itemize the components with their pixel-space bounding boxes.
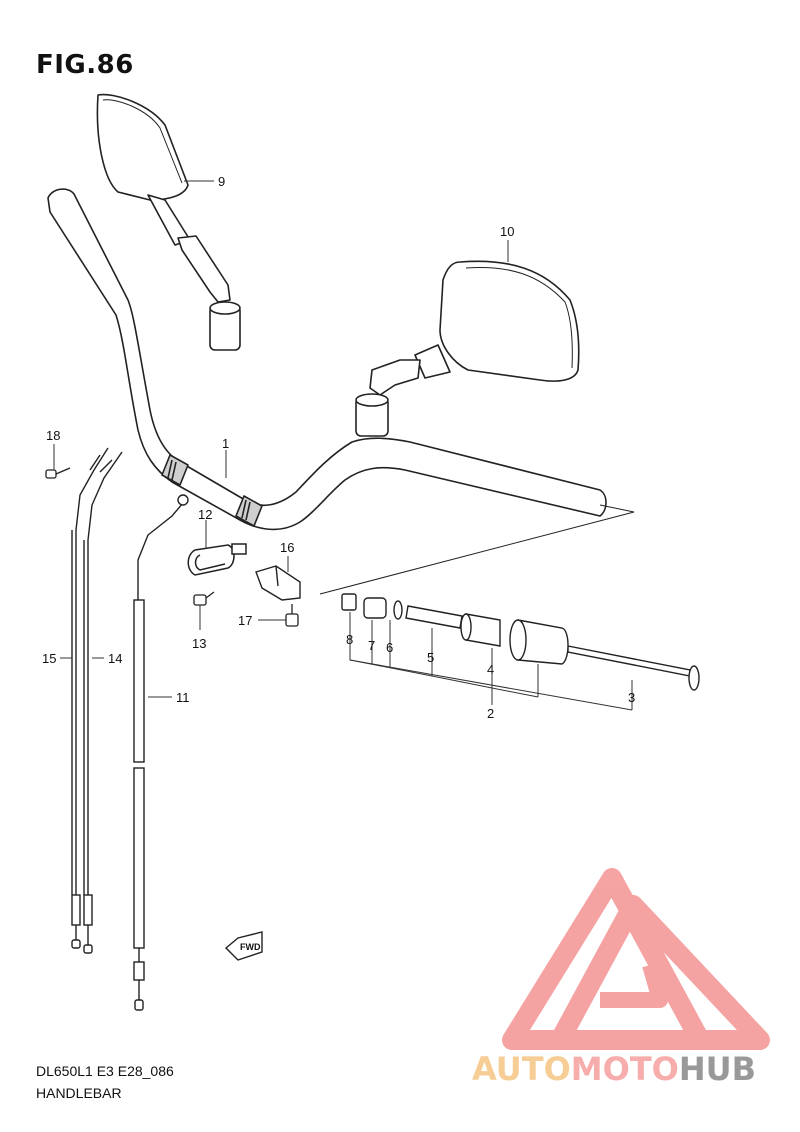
- callout-12: 12: [198, 507, 212, 522]
- watermark-triangle-hook: [600, 962, 668, 1008]
- part-12-clamp: [187, 543, 247, 576]
- callout-4: 4: [487, 662, 494, 677]
- fwd-label: FWD: [240, 942, 261, 952]
- watermark-text: AUTOMOTOHUB: [472, 1050, 756, 1088]
- part-1-handlebar: [47, 188, 607, 531]
- callout-9: 9: [218, 174, 225, 189]
- callout-5: 5: [427, 650, 434, 665]
- callout-14: 14: [108, 651, 122, 666]
- part-6-washer: [393, 600, 403, 620]
- callout-13: 13: [192, 636, 206, 651]
- callout-15: 15: [42, 651, 56, 666]
- part-7-collar: [363, 597, 387, 619]
- watermark-logo: AUTOMOTOHUB: [472, 868, 770, 1088]
- part-18-screw: [45, 467, 71, 479]
- callout-1: 1: [222, 436, 229, 451]
- watermark-triangle-inner: [550, 895, 770, 1050]
- callout-8: 8: [346, 632, 353, 647]
- part-17-bolt: [285, 604, 299, 627]
- part-5-spacer: [405, 605, 463, 629]
- watermark-part3: HUB: [679, 1050, 756, 1088]
- callout-17: 17: [238, 613, 252, 628]
- part-3-long-bolt: [567, 645, 700, 691]
- part-2-weight: [509, 619, 569, 665]
- part-9-left-mirror: [96, 93, 241, 351]
- part-8-nut: [341, 593, 357, 611]
- part-10-right-mirror: [355, 260, 580, 437]
- callout-10: 10: [500, 224, 514, 239]
- part-11-clutch-cable: [133, 494, 189, 1011]
- guide-lines: [319, 504, 635, 595]
- part-13-bolt: [193, 591, 215, 606]
- parts-14-15-throttle-cables: [71, 447, 123, 954]
- part-4-damper: [460, 613, 501, 647]
- callout-7: 7: [368, 638, 375, 653]
- part-16-bracket: [255, 565, 301, 601]
- fwd-arrow-badge: FWD: [224, 931, 263, 961]
- watermark-part1: AUTO: [472, 1050, 571, 1088]
- watermark-part2: MOTO: [571, 1050, 679, 1088]
- callout-18: 18: [46, 428, 60, 443]
- callout-2: 2: [487, 706, 494, 721]
- callout-6: 6: [386, 640, 393, 655]
- callout-labels: 9 10 1 18 12 16 13 17 8 7 6 5 4 3 2 15 1…: [42, 174, 635, 721]
- callout-11: 11: [176, 690, 190, 705]
- figure-title: FIG.86: [36, 50, 134, 80]
- leader-lines: [53, 180, 633, 711]
- model-code: DL650L1 E3 E28_086: [36, 1063, 174, 1079]
- section-title: HANDLEBAR: [36, 1085, 122, 1101]
- callout-3: 3: [628, 690, 635, 705]
- callout-16: 16: [280, 540, 294, 555]
- bar-end-assembly: [341, 593, 700, 691]
